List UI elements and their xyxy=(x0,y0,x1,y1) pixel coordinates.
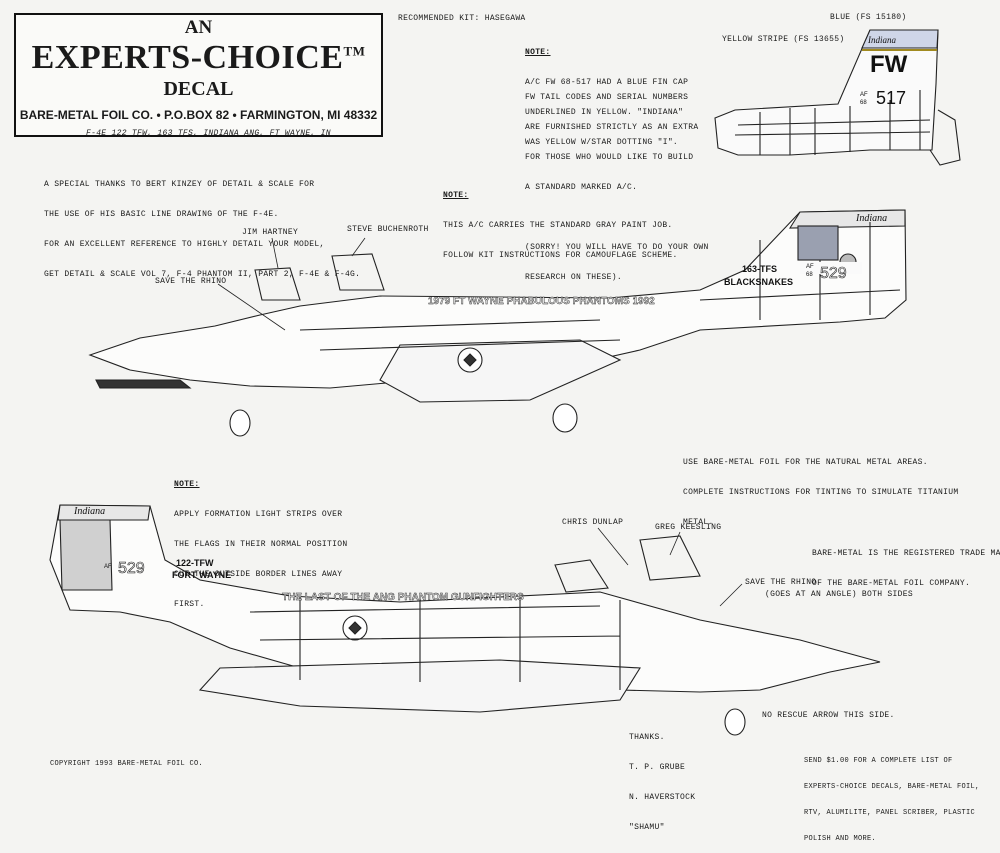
trademark-note: BARE-METAL IS THE REGISTERED TRADE MARK … xyxy=(812,529,1000,599)
bottom-wing-text: 122-TFW xyxy=(176,558,214,568)
callout-angle-note: (GOES AT AN ANGLE) BOTH SIDES xyxy=(765,590,913,599)
tail-detail-drawing xyxy=(714,29,961,166)
bottom-fuselage-text: THE LAST OF THE ANG PHANTOM GUNFIGHTERS xyxy=(282,592,524,603)
thanks-line: THE USE OF HIS BASIC LINE DRAWING OF THE… xyxy=(44,210,279,219)
note-line: BARE-METAL IS THE REGISTERED TRADE MARK xyxy=(812,549,1000,558)
note-line: A/C FW 68-517 HAD A BLUE FIN CAP xyxy=(525,78,689,87)
note-line: A STANDARD MARKED A/C. xyxy=(525,183,638,192)
note-tail-codes: FW TAIL CODES AND SERIAL NUMBERS ARE FUR… xyxy=(525,73,709,293)
top-tail-serial: 529 xyxy=(820,265,847,282)
tail-serial-text: 517 xyxy=(876,88,906,108)
copyright: COPYRIGHT 1993 BARE-METAL FOIL CO. xyxy=(50,760,204,768)
note-line: EXPERTS-CHOICE DECALS, BARE-METAL FOIL, xyxy=(804,782,980,791)
leader-lines xyxy=(217,237,743,607)
note-line: (SORRY! YOU WILL HAVE TO DO YOUR OWN xyxy=(525,243,709,252)
callout-save-rhino-top: SAVE THE RHINO xyxy=(155,277,227,286)
top-tail-year: 68 xyxy=(806,272,813,278)
brand-trademark: TM xyxy=(343,43,366,59)
note-line: USE BARE-METAL FOIL FOR THE NATURAL META… xyxy=(683,458,928,467)
note-line: OF THE BARE-METAL FOIL COMPANY. xyxy=(812,579,971,588)
note-line: UNDERLINED IN YELLOW. "INDIANA" xyxy=(525,108,684,117)
note-line: THE FLAGS IN THEIR NORMAL POSITION xyxy=(174,540,348,549)
thanks-names: THANKS. T. P. GRUBE N. HAVERSTOCK "SHAMU… xyxy=(629,713,695,843)
aircraft-top-drawing xyxy=(88,209,907,437)
note-line: SEND $1.00 FOR A COMPLETE LIST OF xyxy=(804,756,953,765)
note-line: RTV, ALUMILITE, PANEL SCRIBER, PLASTIC xyxy=(804,809,976,817)
note-line: METAL. xyxy=(683,518,714,527)
brand-name: EXPERTS-CHOICETM xyxy=(16,39,381,77)
blue-label: BLUE (FS 15180) xyxy=(830,13,907,22)
top-squadron-text: 163-TFS xyxy=(742,264,777,274)
callout-save-rhino-bottom: SAVE THE RHINO xyxy=(745,578,817,587)
note-heading: NOTE: xyxy=(174,480,200,489)
tail-af-text: AF xyxy=(860,92,868,98)
note-line: POLISH AND MORE. xyxy=(804,835,877,844)
top-fuselage-text: 1979 FT WAYNE PHABULOUS PHANTOMS 1992 xyxy=(428,296,655,307)
thanks-name-line: N. HAVERSTOCK xyxy=(629,793,696,802)
note-line: FOLLOW KIT INSTRUCTIONS FOR CAMOUFLAGE S… xyxy=(443,251,678,260)
note-line: FW TAIL CODES AND SERIAL NUMBERS xyxy=(525,93,689,102)
note-formation: NOTE: APPLY FORMATION LIGHT STRIPS OVER … xyxy=(174,460,347,620)
top-squadron-name: BLACKSNAKES xyxy=(724,277,793,287)
top-tail-af: AF xyxy=(806,264,814,270)
note-line: CUT THE OUTSIDE BORDER LINES AWAY xyxy=(174,570,343,579)
send-note: SEND $1.00 FOR A COMPLETE LIST OF EXPERT… xyxy=(804,739,980,853)
bottom-tail-serial: 529 xyxy=(118,560,145,577)
note-line: COMPLETE INSTRUCTIONS FOR TINTING TO SIM… xyxy=(683,488,959,497)
note-line: RESEARCH ON THESE). xyxy=(525,273,622,282)
note-line: WAS YELLOW W/STAR DOTTING "I". xyxy=(525,138,679,147)
tail-indiana-text: Indiana xyxy=(867,35,896,45)
subject-line: F-4E 122 TFW, 163 TFS, INDIANA ANG, FT W… xyxy=(86,129,331,138)
callout-steve-buchenroth: STEVE BUCHENROTH xyxy=(347,225,429,234)
brand-name-text: EXPERTS-CHOICE xyxy=(31,39,344,76)
thanks-line: GET DETAIL & SCALE VOL 7, F-4 PHANTOM II… xyxy=(44,270,361,279)
note-heading: NOTE: xyxy=(525,48,551,57)
note-line: THIS A/C CARRIES THE STANDARD GRAY PAINT… xyxy=(443,221,673,230)
top-tail-indiana: Indiana xyxy=(855,213,887,224)
recommended-kit: RECOMMENDED KIT: HASEGAWA xyxy=(398,14,526,23)
thanks-line: A SPECIAL THANKS TO BERT KINZEY OF DETAI… xyxy=(44,180,315,189)
note-fin-cap: NOTE: A/C FW 68-517 HAD A BLUE FIN CAP U… xyxy=(525,28,688,158)
note-line: ARE FURNISHED STRICTLY AS AN EXTRA xyxy=(525,123,699,132)
note-line: APPLY FORMATION LIGHT STRIPS OVER xyxy=(174,510,343,519)
thanks-name-line: "SHAMU" xyxy=(629,823,665,832)
bare-metal-note: USE BARE-METAL FOIL FOR THE NATURAL META… xyxy=(683,438,958,538)
callout-jim-hartney: JIM HARTNEY xyxy=(242,228,299,237)
thanks-name-line: THANKS. xyxy=(629,733,665,742)
callout-no-rescue-arrow: NO RESCUE ARROW THIS SIDE. xyxy=(762,711,895,720)
bottom-city-text: FORT WAYNE xyxy=(172,570,231,580)
aircraft-bottom-drawing xyxy=(49,504,881,736)
bottom-tail-af: AF xyxy=(104,564,112,570)
thanks-name-line: T. P. GRUBE xyxy=(629,763,686,772)
brand-logo-box: AN EXPERTS-CHOICETM DECAL BARE-METAL FOI… xyxy=(14,13,383,137)
yellow-stripe-label: YELLOW STRIPE (FS 13655) xyxy=(722,35,845,44)
note-heading: NOTE: xyxy=(443,191,469,200)
note-line: FOR THOSE WHO WOULD LIKE TO BUILD xyxy=(525,153,694,162)
note-paint: NOTE: THIS A/C CARRIES THE STANDARD GRAY… xyxy=(443,171,678,271)
aircraft-line-drawings: FW Indiana AF 68 517 1979 FT WAYNE PHABU… xyxy=(49,29,961,736)
tail-year-text: 68 xyxy=(860,100,867,106)
brand-address: BARE-METAL FOIL CO. • P.O.BOX 82 • FARMI… xyxy=(19,108,378,122)
brand-an: AN xyxy=(184,17,213,38)
note-line: FIRST. xyxy=(174,600,205,609)
tail-code-text: FW xyxy=(870,51,908,78)
brand-decal: DECAL xyxy=(163,78,234,100)
callout-chris-dunlap: CHRIS DUNLAP xyxy=(562,518,624,527)
bottom-tail-indiana: Indiana xyxy=(73,506,105,517)
thanks-line: FOR AN EXCELLENT REFERENCE TO HIGHLY DET… xyxy=(44,240,325,249)
thanks-block: A SPECIAL THANKS TO BERT KINZEY OF DETAI… xyxy=(44,160,360,290)
callout-greg-keesling: GREG KEESLING xyxy=(655,523,722,532)
